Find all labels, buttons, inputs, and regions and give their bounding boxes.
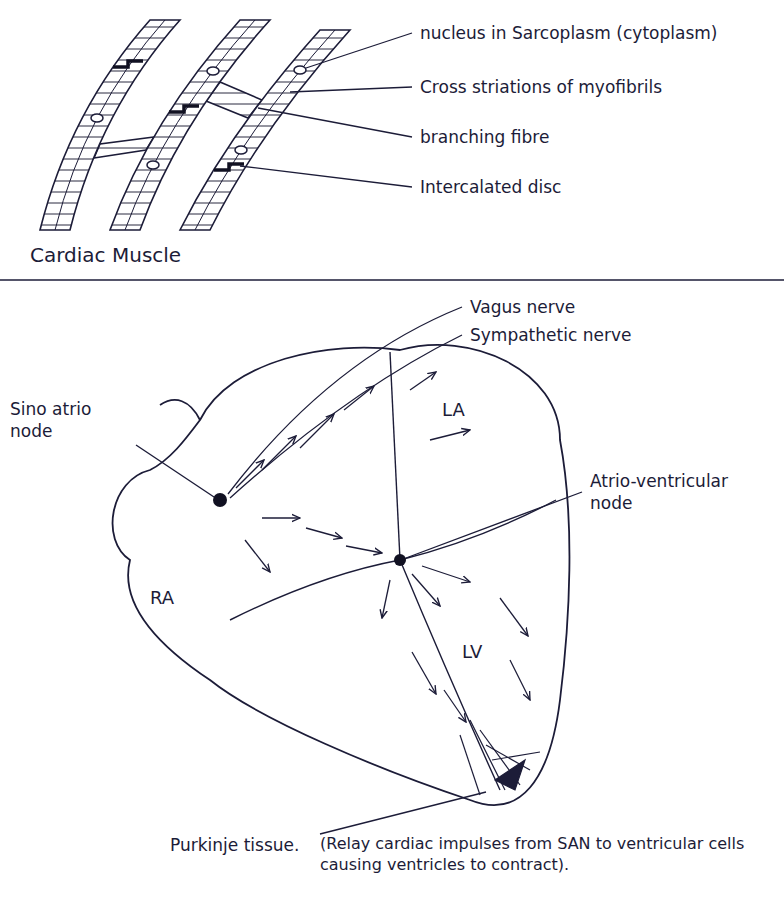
cardiac-muscle-fibres (40, 20, 350, 230)
chamber-label: LA (442, 398, 502, 421)
callout-label: Intercalated disc (420, 176, 770, 198)
chamber-label: RA (150, 586, 210, 609)
callout-label: Cross striations of myofibrils (420, 76, 770, 98)
av-node-dot (394, 554, 406, 566)
chamber-label: LV (462, 640, 522, 663)
callout-label: nucleus in Sarcoplasm (cytoplasm) (420, 22, 770, 44)
sa-node-dot (213, 493, 227, 507)
impulse-arrows (236, 372, 530, 722)
note-text: (Relay cardiac impulses from SAN to vent… (320, 834, 775, 876)
section-heading: Cardiac Muscle (30, 242, 330, 268)
nerve-label: Vagus nerve (470, 296, 770, 318)
callout-label: branching fibre (420, 126, 770, 148)
heart-outline (113, 345, 570, 805)
section-divider (0, 279, 784, 281)
nuclei (91, 66, 306, 169)
node-label: Sino atrio node (10, 398, 135, 442)
leader-lines (136, 33, 582, 834)
intercalated-discs (113, 61, 244, 170)
nerve-label: Sympathetic nerve (470, 324, 770, 346)
tissue-label: Purkinje tissue. (170, 834, 315, 856)
node-label: Atrio-ventricular node (590, 470, 775, 514)
purkinje-fibres (460, 720, 540, 795)
